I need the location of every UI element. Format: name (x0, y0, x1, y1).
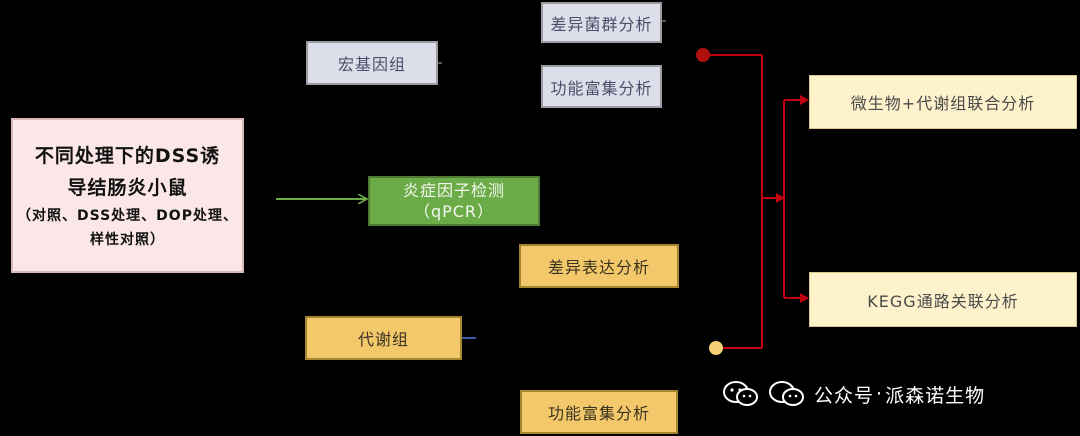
red-dot (696, 48, 710, 62)
metabolome-box: 代谢组 (305, 316, 462, 360)
kegg-box: KEGG通路关联分析 (809, 272, 1077, 327)
diff-microbes-box: 差异菌群分析 (541, 2, 662, 43)
main-subtitle-line-2: 样性对照） (90, 231, 165, 248)
metagenome-box: 宏基因组 (306, 41, 438, 85)
func-enrich-top-box: 功能富集分析 (541, 65, 662, 108)
watermark-prefix: 公众号 (814, 384, 875, 407)
yellow-dot (709, 341, 723, 355)
study-design-box: 不同处理下的DSS诱 导结肠炎小鼠 （对照、DSS处理、DOP处理、 样性对照） (11, 118, 244, 273)
watermark-name: 派森诺生物 (885, 384, 986, 407)
joint-analysis-box: 微生物+代谢组联合分析 (809, 75, 1077, 129)
diff-expression-box: 差异表达分析 (519, 244, 679, 288)
main-subtitle-line-1: （对照、DSS处理、DOP处理、 (17, 207, 238, 224)
watermark: 公众号 · 派森诺生物 (722, 376, 985, 412)
func-enrich-bottom-box: 功能富集分析 (520, 390, 678, 434)
inflammation-method: （qPCR） (413, 202, 495, 221)
mini-program-icon (769, 381, 804, 406)
watermark-separator: · (876, 383, 884, 405)
inflammation-box: 炎症因子检测 （qPCR） (368, 176, 540, 226)
inflammation-label: 炎症因子检测 (402, 181, 505, 200)
wechat-icon (723, 381, 758, 406)
main-title-line-2: 导结肠炎小鼠 (67, 176, 188, 199)
main-title-line-1: 不同处理下的DSS诱 (34, 144, 221, 167)
